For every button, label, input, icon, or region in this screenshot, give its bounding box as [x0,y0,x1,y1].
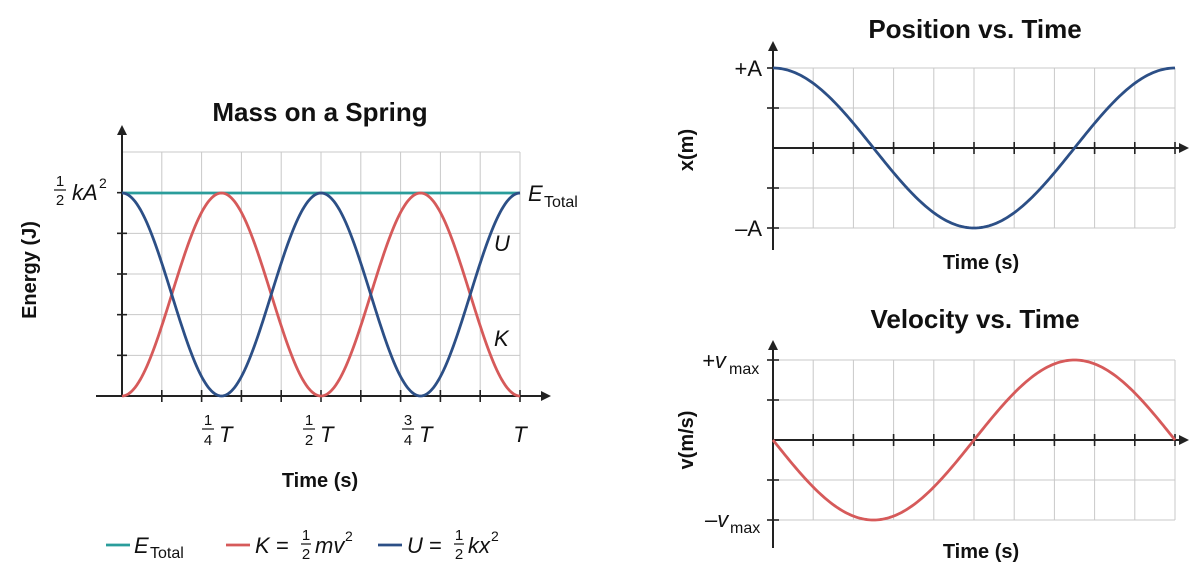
y-tick-den: 2 [56,192,64,209]
vmax-minus-sub: max [730,520,760,537]
vmax-plus-main: +v [702,348,728,373]
y-tick-exp: 2 [99,175,107,191]
position-x-axis-label: Time (s) [943,252,1019,274]
tick-num: 3 [404,412,412,429]
energy-x-axis-label: Time (s) [282,470,358,492]
legend-k-den: 2 [302,546,310,562]
x-tick-label-quarter: 1 4 T [202,412,234,449]
position-chart: Position vs. Time +A –A Time (s) x(m) [676,14,1189,274]
tick-var: T [219,422,234,447]
legend-k-var: mv [315,533,346,558]
legend-k-exp: 2 [345,528,353,544]
legend-u-var: kx [468,533,491,558]
energy-chart: Mass on a Spring 1 2 kA 2 1 4 T 1 [19,97,578,562]
tick-var: T [419,422,434,447]
legend-u-exp: 2 [491,528,499,544]
energy-grid [122,151,521,396]
energy-y-axis-label: Energy (J) [19,221,41,319]
velocity-series-line [771,358,1177,522]
velocity-y-tick-plus: +v max [702,348,759,378]
tick-var: T [320,422,335,447]
tick-num: 1 [204,412,212,429]
velocity-chart-title: Velocity vs. Time [870,304,1079,334]
label-e-main: E [528,181,543,206]
velocity-x-ticks [767,359,1176,521]
tick-den: 4 [204,432,212,449]
velocity-chart: Velocity vs. Time +v max –v max Time (s)… [676,304,1189,562]
legend-k-num: 1 [302,527,310,544]
position-chart-title: Position vs. Time [868,14,1081,44]
x-tick-label-half: 1 2 T [303,412,335,449]
x-tick-label-three-quarter: 3 4 T [402,412,434,449]
x-tick-label-full: T [513,422,528,447]
legend-e-sub: Total [150,545,184,562]
velocity-y-axis-label: v(m/s) [676,411,698,470]
energy-x-tick-labels: 1 4 T 1 2 T 3 4 T T [202,412,528,449]
energy-y-tick-label: 1 2 kA 2 [54,173,107,209]
tick-den: 4 [404,432,412,449]
series-line-k [121,191,521,398]
label-e-sub: Total [544,194,578,211]
legend-e-main: E [134,533,149,558]
label-k: K [494,326,510,351]
energy-chart-title: Mass on a Spring [212,97,427,127]
legend-k-eq: = [276,533,289,558]
position-series-line [772,66,1176,230]
y-tick-var: kA [72,180,98,205]
legend-u-eq: = [429,533,442,558]
velocity-y-tick-minus: –v max [704,507,760,537]
position-y-axis-label: x(m) [676,129,698,171]
vmax-minus-main: –v [704,507,730,532]
velocity-x-axis-label: Time (s) [943,541,1019,562]
legend-u-num: 1 [455,527,463,544]
legend-u-den: 2 [455,546,463,562]
legend-k-left: K [255,533,271,558]
tick-den: 2 [305,432,313,449]
energy-x-ticks [117,191,521,402]
y-tick-num: 1 [56,173,64,190]
legend-u-left: U [407,533,423,558]
position-y-tick-plus-a: +A [734,56,762,81]
label-u: U [494,231,510,256]
tick-num: 1 [305,412,313,429]
vmax-plus-sub: max [729,361,759,378]
energy-legend: E Total K = 1 2 mv 2 U = 1 2 kx 2 [106,527,499,562]
label-e-total: E Total [528,181,578,211]
series-line-u [121,191,521,398]
position-y-tick-minus-a: –A [735,216,762,241]
